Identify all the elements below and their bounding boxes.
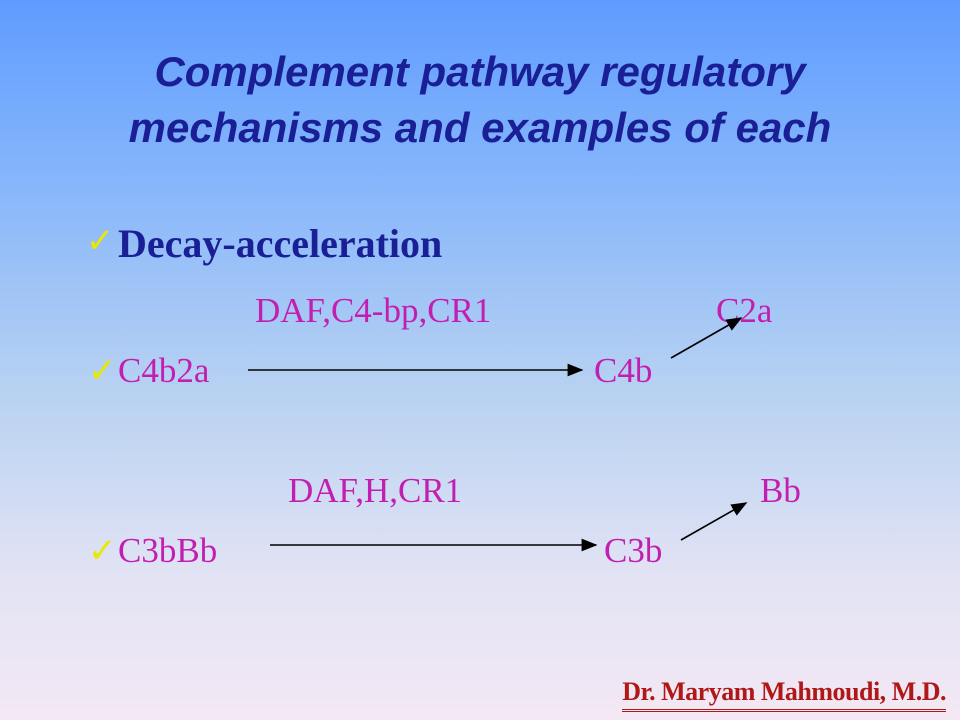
arrow-diagonal-icon: [670, 317, 743, 359]
reaction2-released: Bb: [760, 471, 801, 510]
reaction2-product: C3b: [604, 531, 663, 570]
reaction1-substrate: C4b2a: [118, 351, 210, 390]
checkmark-icon: ✓: [86, 223, 115, 260]
arrow-diagonal-icon: [680, 502, 748, 541]
reaction2-substrate: C3bBb: [118, 531, 218, 570]
slide-title: Complement pathway regulatory mechanisms…: [128, 48, 832, 151]
heading-decay-acceleration: Decay-acceleration: [118, 221, 443, 266]
checkmark-icon: ✓: [88, 533, 117, 570]
author-credit: Dr. Maryam Mahmoudi, M.D.: [622, 676, 946, 712]
reaction1-product: C4b: [594, 351, 653, 390]
checkmark-icon: ✓: [88, 353, 117, 390]
reaction1-enzymes: DAF,C4-bp,CR1: [255, 291, 492, 330]
reaction2-enzymes: DAF,H,CR1: [288, 471, 463, 510]
